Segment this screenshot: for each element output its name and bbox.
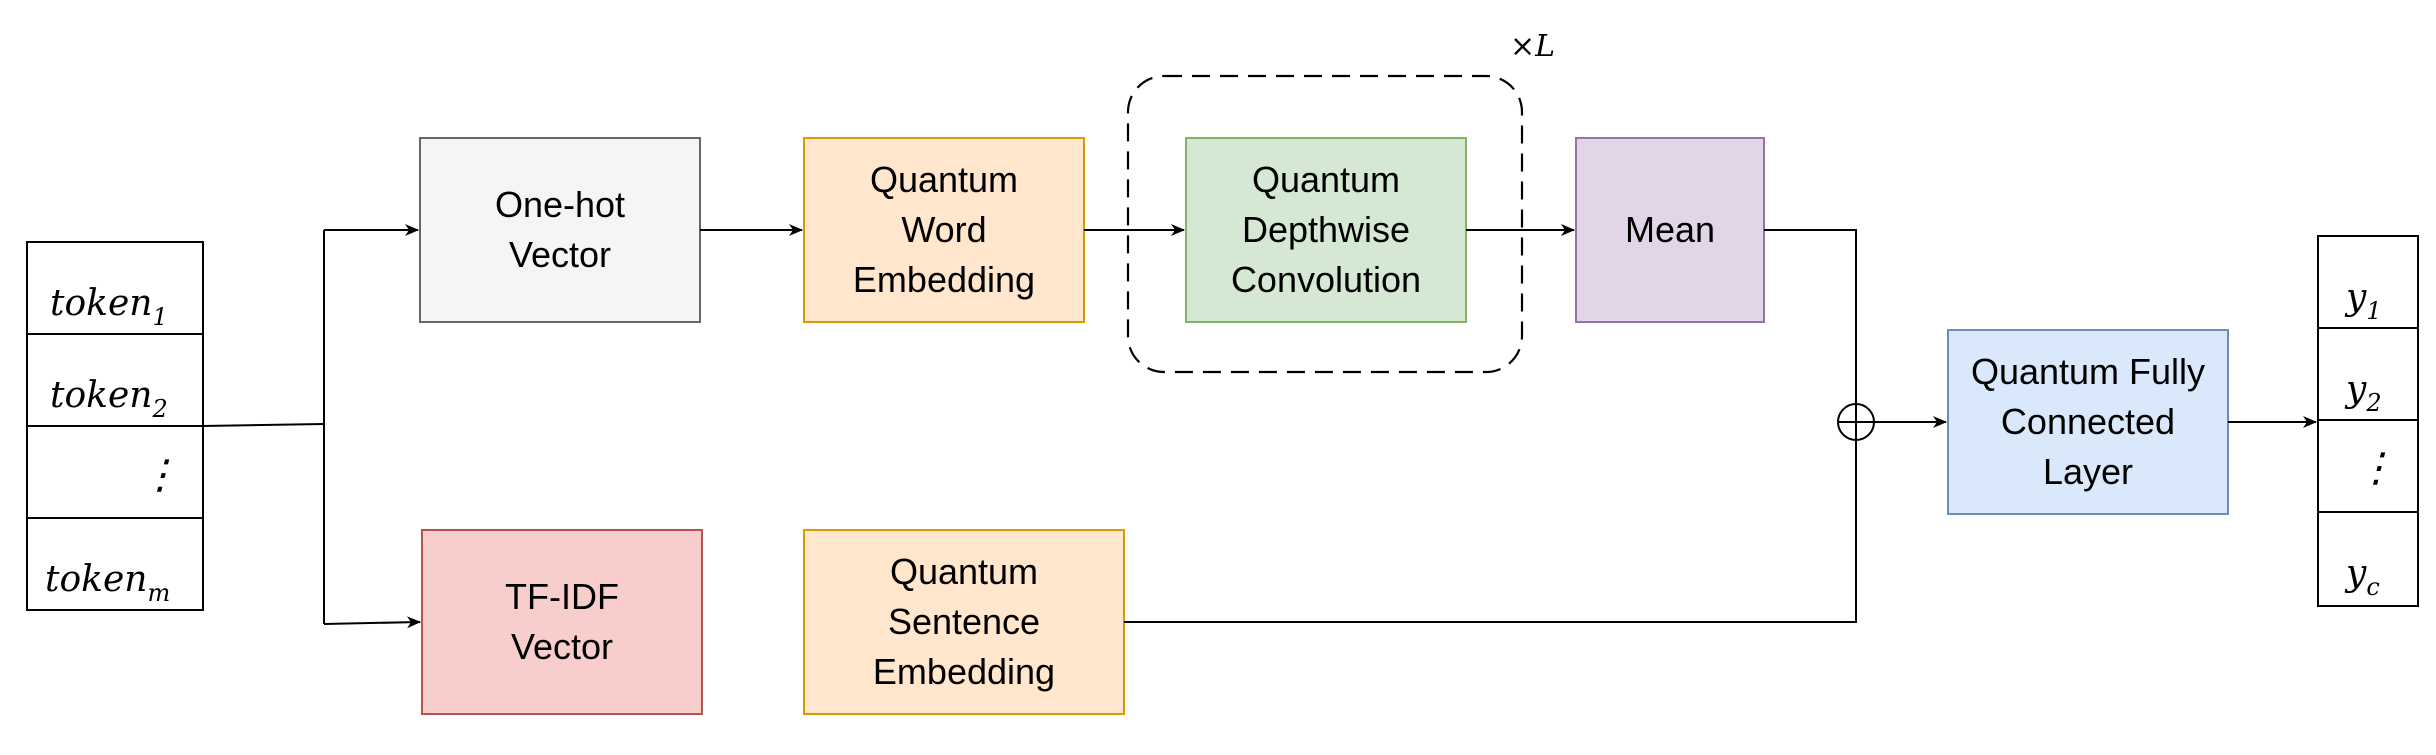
block-label-line: Embedding [873,651,1055,692]
block-label-line: Vector [511,626,613,667]
token-input-column: token1 token2 ⋮ tokenm [26,241,204,611]
block-label-line: Sentence [888,601,1040,642]
token-split-line [202,423,325,427]
token-1: token1 [50,283,168,331]
arrow-to-tfidf [323,616,421,629]
block-label-line: Connected [2001,401,2175,442]
block-label-line: Embedding [853,259,1035,300]
repeat-label: ×L [1510,29,1555,64]
output-yc: yc [2344,553,2380,601]
block-label-line: Convolution [1231,259,1421,300]
mean-block: Mean [1575,137,1765,323]
connectors [202,224,2317,629]
token-m: tokenm [45,559,170,607]
output-column: y1 y2 ⋮ yc [2317,235,2419,607]
block-label-line: Quantum [1252,159,1400,200]
block-label-line: Mean [1625,209,1715,250]
block-label-line: Quantum [870,159,1018,200]
repeat-region [1126,74,1524,374]
block-label-line: One-hot [495,184,625,225]
token-2: token2 [50,375,168,423]
block-label-line: Quantum [890,551,1038,592]
tfidf-block: TF-IDF Vector [421,529,703,715]
block-label-line: Vector [509,234,611,275]
block-label-line: Word [901,209,986,250]
block-label-line: TF-IDF [505,576,619,617]
sentence-to-sum-line [1124,440,1857,623]
output-ellipsis: ⋮ [2356,445,2396,491]
mean-to-sum-line [1764,229,1857,404]
svg-text:Mean: Mean [1625,209,1715,250]
output-y2: y2 [2344,369,2382,417]
block-label-line: Depthwise [1242,209,1410,250]
output-y1: y1 [2344,277,2382,325]
block-label-line: Layer [2043,451,2133,492]
token-ellipsis: ⋮ [140,452,180,498]
block-label-line: Quantum Fully [1971,351,2205,392]
